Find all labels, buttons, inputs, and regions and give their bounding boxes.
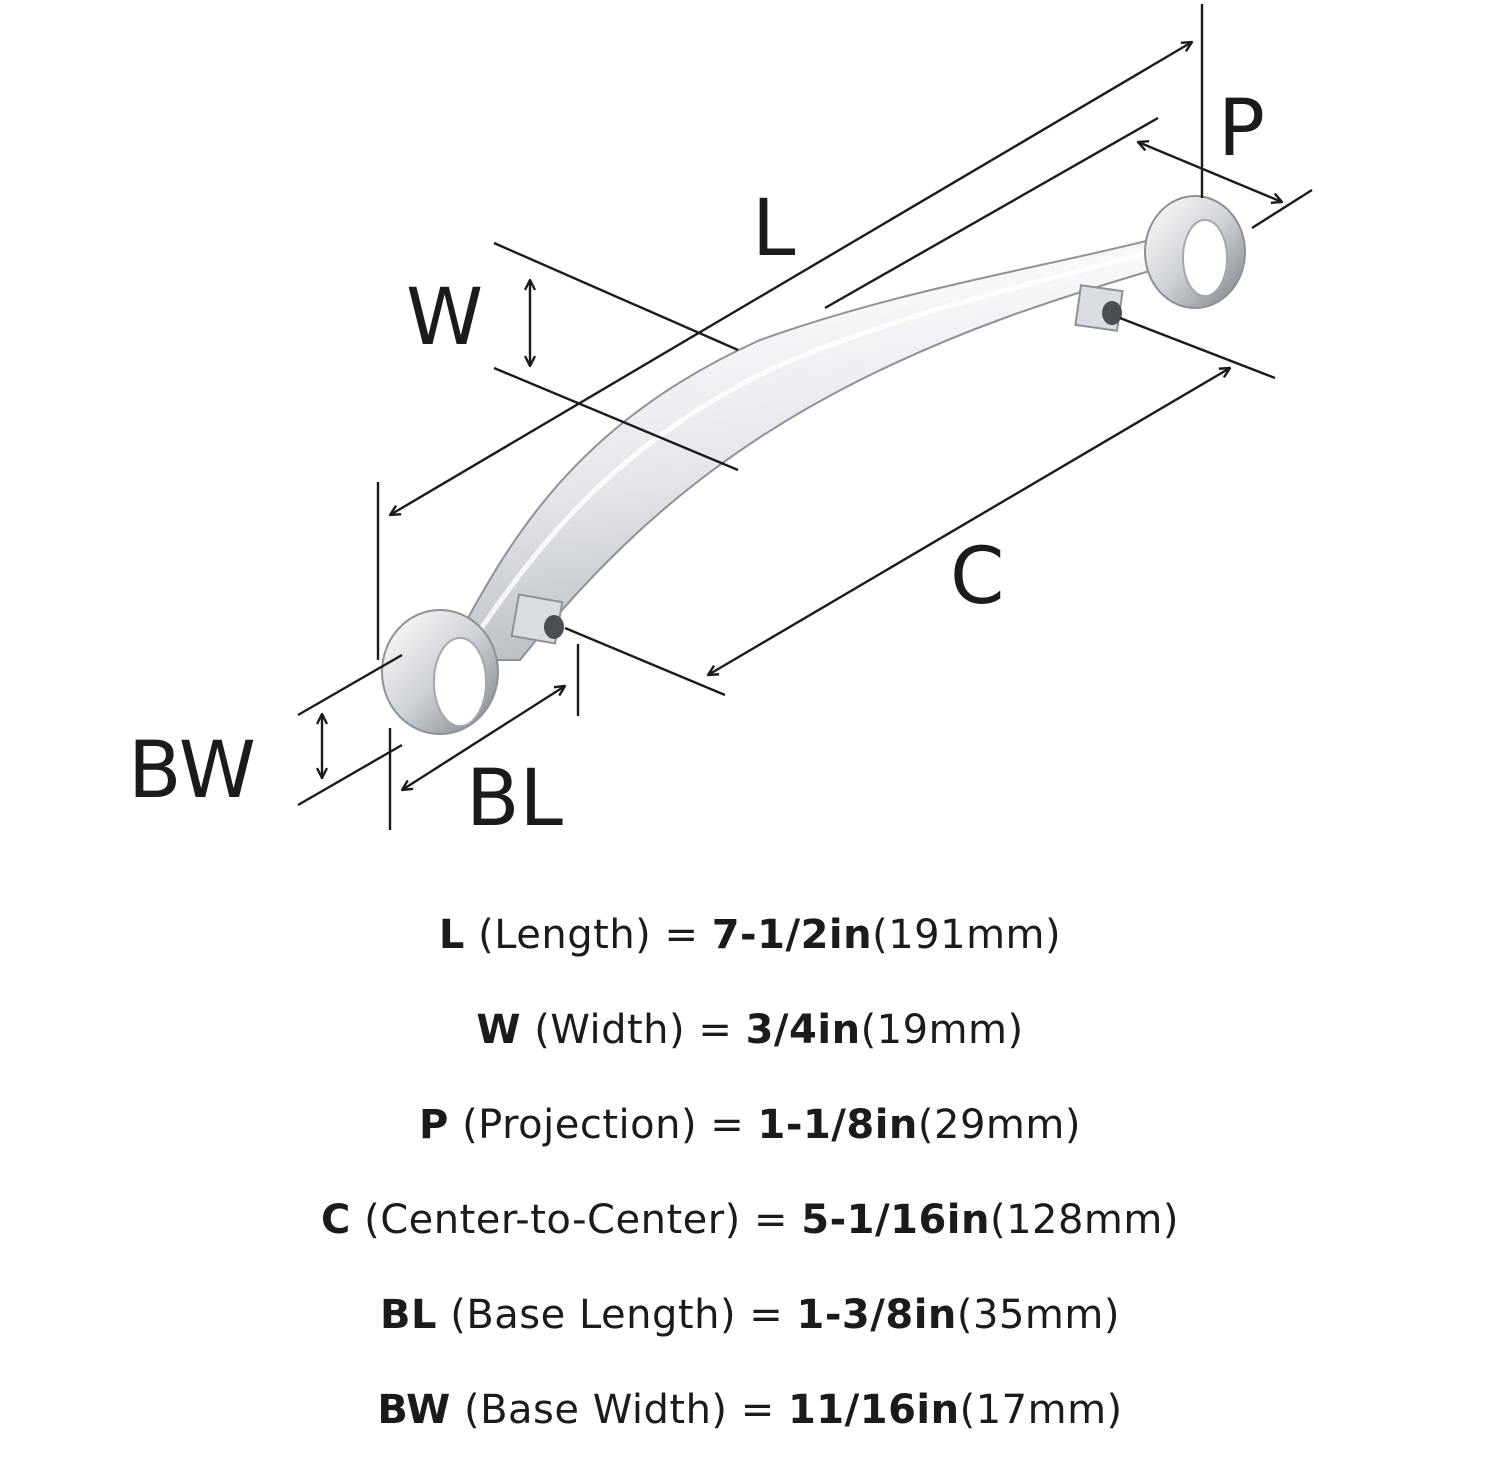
base-length-dimension-line	[402, 686, 565, 790]
spec-width: W (Width) = 3/4in(19mm)	[0, 983, 1500, 1078]
spec-metric: (191mm)	[872, 912, 1062, 958]
right-end-ring	[1144, 195, 1246, 309]
spec-imperial: 11/16in	[787, 1387, 960, 1433]
spec-description: (Base Width) =	[463, 1387, 788, 1433]
spec-symbol: W	[476, 1007, 521, 1053]
spec-metric: (29mm)	[917, 1102, 1081, 1148]
spec-imperial: 1-3/8in	[796, 1292, 957, 1338]
label-BL: BL	[466, 754, 564, 844]
spec-symbol: C	[321, 1197, 351, 1243]
base-width-extension-top	[297, 653, 403, 717]
dimension-lines	[297, 4, 1313, 830]
center-extension-top	[824, 116, 1159, 310]
cabinet-pull-illustration	[381, 195, 1246, 735]
dimension-diagram: L W P C BW BL	[128, 4, 1313, 844]
width-extension-bottom	[493, 366, 739, 472]
specifications-list: L (Length) = 7-1/2in(191mm) W (Width) = …	[0, 888, 1500, 1458]
spec-base-width: BW (Base Width) = 11/16in(17mm)	[0, 1363, 1500, 1458]
center-extension-right	[1119, 316, 1276, 380]
spec-description: (Width) =	[534, 1007, 746, 1053]
projection-dimension-line	[1138, 142, 1282, 202]
spec-metric: (128mm)	[989, 1197, 1179, 1243]
spec-metric: (19mm)	[860, 1007, 1024, 1053]
spec-description: (Center-to-Center) =	[364, 1197, 802, 1243]
center-extension-left	[564, 626, 726, 697]
spec-description: (Length) =	[478, 912, 712, 958]
spec-length: L (Length) = 7-1/2in(191mm)	[0, 888, 1500, 983]
spec-symbol: P	[419, 1102, 449, 1148]
spec-symbol: BL	[380, 1292, 438, 1338]
spec-imperial: 1-1/8in	[757, 1102, 918, 1148]
label-P: P	[1218, 84, 1265, 174]
length-dimension-line	[390, 42, 1192, 515]
spec-description: (Projection) =	[462, 1102, 758, 1148]
left-mounting-post	[510, 593, 564, 645]
center-dimension-line	[708, 368, 1230, 675]
spec-metric: (35mm)	[956, 1292, 1120, 1338]
pull-handle-bar	[443, 238, 1172, 661]
spec-imperial: 5-1/16in	[801, 1197, 990, 1243]
spec-symbol: L	[438, 912, 465, 958]
spec-projection: P (Projection) = 1-1/8in(29mm)	[0, 1078, 1500, 1173]
label-BW: BW	[128, 726, 256, 816]
right-mounting-post	[1074, 284, 1124, 332]
label-W: W	[406, 273, 483, 363]
label-L: L	[752, 184, 796, 274]
spec-imperial: 7-1/2in	[711, 912, 873, 958]
label-C: C	[950, 532, 1004, 622]
base-width-extension-bottom	[297, 743, 403, 807]
spec-symbol: BW	[377, 1387, 451, 1433]
spec-metric: (17mm)	[959, 1387, 1123, 1433]
spec-center-to-center: C (Center-to-Center) = 5-1/16in(128mm)	[0, 1173, 1500, 1268]
spec-imperial: 3/4in	[745, 1007, 861, 1053]
spec-description: (Base Length) =	[450, 1292, 797, 1338]
left-end-ring	[381, 609, 499, 735]
projection-extension	[1251, 188, 1313, 230]
width-extension-top	[493, 241, 739, 352]
spec-base-length: BL (Base Length) = 1-3/8in(35mm)	[0, 1268, 1500, 1363]
